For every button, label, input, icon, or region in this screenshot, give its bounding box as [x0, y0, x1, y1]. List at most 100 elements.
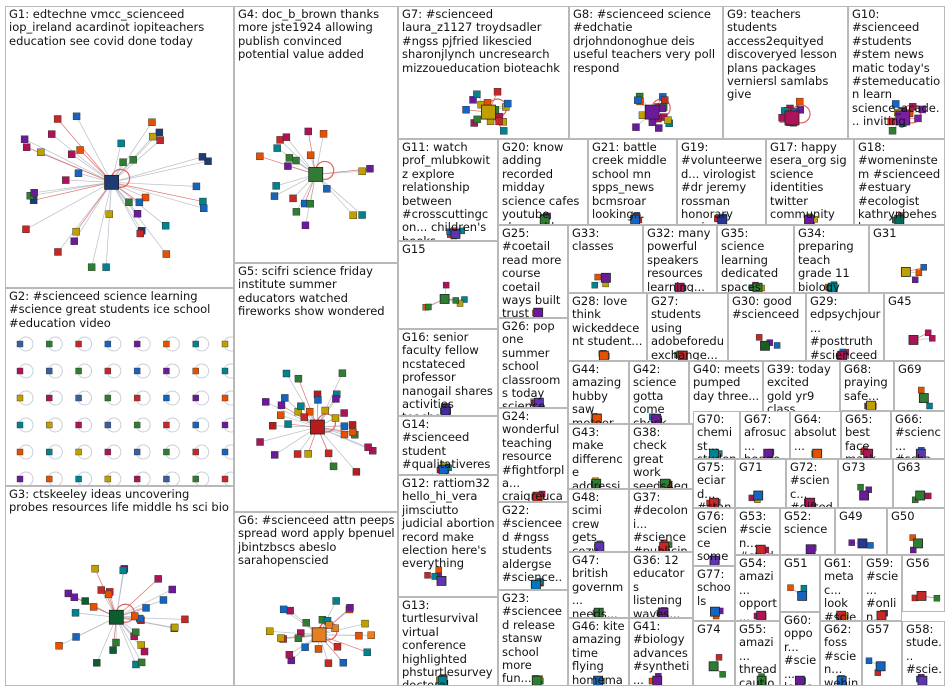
group-g49-panel: G49: [835, 508, 887, 555]
vertex-node: [314, 645, 323, 653]
hub-vertex-node: [674, 282, 685, 292]
hub-vertex-node: [601, 272, 611, 283]
hub-vertex-node: [863, 448, 874, 458]
edge-line: [315, 174, 363, 216]
group-g60-panel: G60: oppor... #scie... lesso...: [780, 612, 820, 686]
hub-vertex-node: [827, 282, 838, 292]
edge-line: [265, 401, 318, 428]
vertex-node: [155, 128, 164, 137]
group-g8-network: [632, 92, 673, 132]
vertex-node: [62, 176, 70, 184]
vertex-node: [355, 631, 363, 640]
group-g33-panel: G33: classes: [568, 225, 643, 293]
group-g56-panel: G56: [902, 555, 945, 612]
group-g31-network: [900, 264, 927, 283]
vertex-node: [102, 263, 110, 271]
vertex-node: [648, 118, 657, 126]
group-g20-network: [539, 212, 551, 224]
vertex-node: [325, 621, 333, 629]
vertex-node: [461, 296, 468, 303]
group-g41-network: [648, 673, 663, 685]
vertex-node: [500, 127, 508, 135]
vertex-node: [924, 329, 932, 337]
hub-vertex-node: [311, 627, 327, 643]
vertex-node: [89, 603, 98, 611]
group-g36-network: [656, 607, 669, 617]
vertex-node: [340, 409, 348, 417]
hub-vertex-node: [534, 397, 544, 407]
vertex-node: [97, 586, 105, 594]
edge-line: [272, 425, 318, 428]
vertex-node: [129, 156, 137, 164]
hub-vertex-node: [805, 544, 816, 554]
vertex-node: [755, 334, 763, 341]
hub-vertex-node: [481, 104, 496, 120]
hub-vertex-node: [450, 229, 461, 239]
vertex-node: [119, 158, 127, 166]
vertex-node: [632, 123, 640, 131]
vertex-node: [289, 194, 297, 203]
vertex-node: [170, 623, 179, 632]
vertex-node: [133, 367, 141, 375]
group-g17-network: [804, 213, 818, 224]
group-g2-network: [16, 336, 233, 485]
vertex-node: [192, 367, 199, 375]
vertex-node: [286, 606, 294, 615]
vertex-node: [778, 113, 786, 122]
vertex-node: [888, 127, 897, 135]
group-g68-network: [864, 400, 877, 410]
edge-line: [34, 182, 112, 194]
vertex-node: [46, 475, 53, 483]
vertex-node: [16, 340, 24, 348]
hub-vertex-node: [593, 607, 604, 617]
hub-vertex-node: [594, 541, 605, 551]
group-g29-network: [836, 348, 850, 360]
vertex-node: [148, 132, 157, 141]
group-g50-panel: G50: [887, 508, 945, 555]
vertex-node: [332, 395, 340, 403]
group-g52-panel: G52: science: [780, 508, 835, 555]
vertex-node: [796, 97, 804, 106]
edge-line: [65, 179, 112, 183]
vertex-node: [591, 281, 598, 289]
vertex-node: [442, 281, 450, 289]
hub-vertex-node: [531, 579, 541, 589]
vertex-node: [277, 401, 286, 409]
vertex-node: [70, 237, 78, 245]
vertex-node: [333, 642, 342, 651]
edge-line: [111, 182, 204, 209]
group-g12-panel: G12: rattiom32 hello_hi_vera jimsciutto …: [398, 475, 498, 597]
vertex-node: [324, 659, 333, 667]
vertex-node: [104, 448, 112, 456]
vertex-node: [46, 421, 53, 429]
vertex-node: [221, 421, 229, 429]
edge-line: [111, 182, 143, 231]
group-g21-panel: G21: battle creek middle school mn spps_…: [588, 139, 677, 225]
vertex-node: [655, 124, 663, 132]
group-g48-panel: G48: scimi crew gets cozy critters...: [568, 489, 629, 552]
vertex-node: [425, 303, 432, 311]
vertex-node: [137, 658, 146, 667]
vertex-node: [163, 421, 170, 429]
vertex-node: [857, 483, 864, 491]
vertex-node: [93, 659, 101, 667]
hub-vertex-node: [593, 675, 604, 685]
group-g75-network: [706, 497, 721, 507]
group-g28-network: [598, 350, 610, 360]
group-g58-panel: G58: stude... #scie... #ever...: [902, 621, 945, 686]
vertex-node: [887, 117, 896, 126]
vertex-node: [363, 648, 371, 656]
vertex-node: [909, 534, 916, 541]
group-g20-panel: G20: know adding recorded midday science…: [498, 139, 588, 225]
vertex-node: [16, 475, 24, 483]
vertex-node: [920, 264, 927, 271]
group-g18-network: [892, 212, 905, 224]
hub-vertex-node: [658, 607, 669, 617]
group-g58-network: [916, 674, 928, 685]
hub-vertex-node: [797, 591, 808, 601]
group-g47-panel: G47: british governm... needs...: [568, 552, 629, 618]
vertex-node: [796, 106, 804, 114]
vertex-node: [282, 133, 291, 141]
group-g16-network: [440, 403, 451, 415]
vertex-node: [91, 564, 99, 573]
